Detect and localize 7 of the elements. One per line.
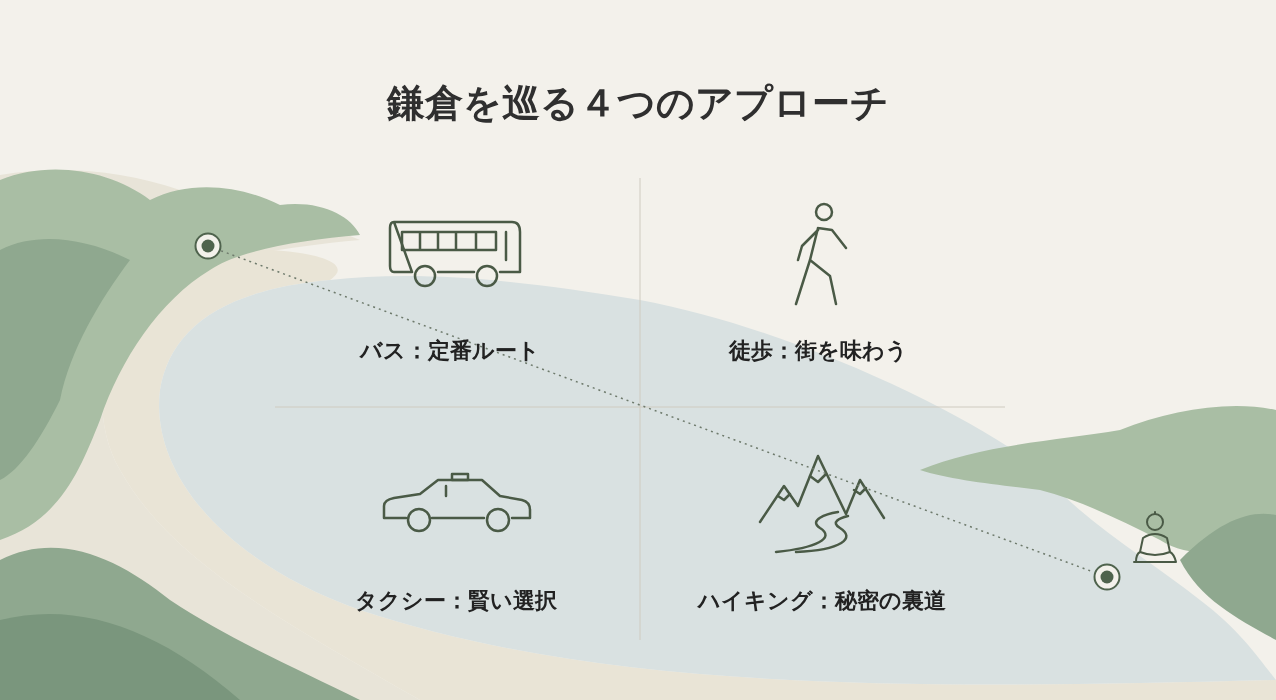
title: 鎌倉を巡る４つのアプローチ bbox=[385, 79, 890, 127]
location-pin bbox=[194, 232, 222, 260]
caption-text: ハイキング：秘密の裏道 bbox=[696, 587, 947, 615]
caption-text: バス：定番ルート bbox=[358, 337, 541, 365]
caption-text: タクシー：賢い選択 bbox=[354, 587, 558, 615]
location-pin bbox=[1093, 563, 1121, 591]
caption-text: 徒歩：街を味わう bbox=[727, 337, 909, 365]
